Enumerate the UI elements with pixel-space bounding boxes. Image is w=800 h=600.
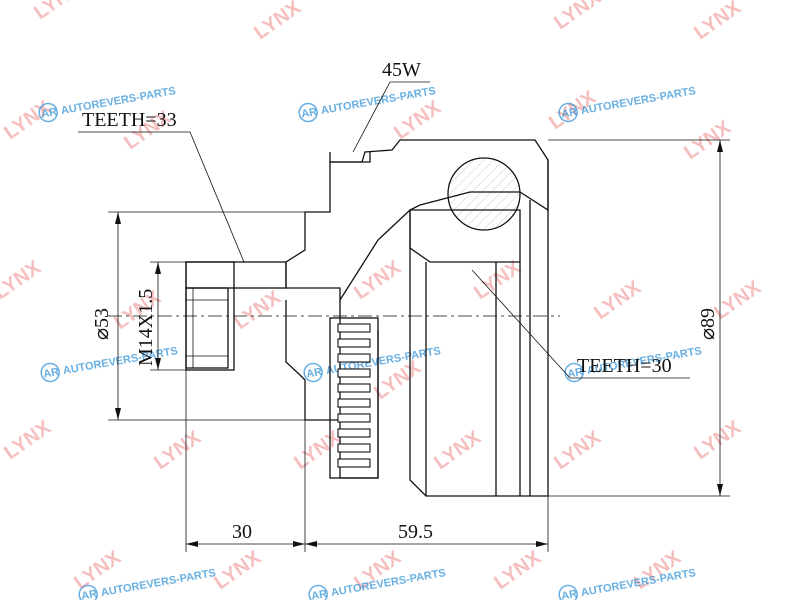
ar-logo-text: AR [305, 366, 323, 381]
abs-ring-slot [337, 323, 371, 333]
body-diameter-dimension: ⌀89 [548, 139, 730, 497]
body-length-label: 59.5 [398, 521, 433, 543]
ar-logo-icon [564, 362, 584, 383]
abs-ring-slot [337, 353, 371, 363]
abs-ring-slot [337, 428, 371, 438]
ar-logo-icon [40, 362, 60, 383]
lynx-watermark: LYNX [250, 0, 305, 44]
stub-diameter-dimension: ⌀53 [91, 211, 330, 421]
inner-teeth-label: TEETH=30 [577, 355, 672, 377]
ar-logo-icon [558, 584, 578, 600]
abs-ring-slots [337, 323, 371, 468]
thread-label: M14X1.5 [135, 289, 157, 366]
threaded-stub [185, 261, 287, 371]
abs-ring-slot [337, 398, 371, 408]
lynx-watermark: LYNX [690, 0, 745, 44]
lynx-watermark: LYNX [230, 286, 285, 334]
lynx-watermark: LYNX [430, 426, 485, 474]
lynx-watermark: LYNX [150, 426, 205, 474]
stub-length-label: 30 [232, 521, 252, 543]
abs-ring-slot [337, 338, 371, 348]
outer-teeth-callout: TEETH=33 [78, 109, 245, 263]
length-dimensions: 30 59.5 [185, 370, 549, 552]
abs-ring-slot [337, 413, 371, 423]
lynx-watermark: LYNX [490, 546, 545, 594]
lynx-watermark: LYNX [470, 256, 525, 304]
autorevers-text: AUTOREVERS-PARTS [100, 567, 217, 599]
abs-ring [329, 317, 379, 479]
body-diameter-label: ⌀89 [697, 308, 719, 340]
lynx-watermark: LYNX [290, 426, 345, 474]
abs-ring-slot [337, 383, 371, 393]
ar-logo-icon [558, 102, 578, 123]
ar-logo-text: AR [42, 366, 60, 381]
ar-logo-text: AR [40, 106, 58, 121]
stub-diameter-label: ⌀53 [91, 308, 113, 340]
lynx-watermark: LYNX [210, 546, 265, 594]
lynx-watermark: LYNX [590, 276, 645, 324]
ar-logo-icon [308, 584, 328, 600]
ar-logo-icon [38, 102, 58, 123]
watermark-layer: LYNX LYNX LYNX LYNX LYNX LYNX LYNX LYNX LYNX LYNX… [0, 0, 766, 600]
weld-label: 45W [382, 59, 421, 81]
lynx-watermark: LYNX [350, 256, 405, 304]
lynx-watermark: LYNX [550, 0, 605, 34]
lynx-watermark: LYNX [0, 416, 55, 464]
abs-ring-slot [337, 368, 371, 378]
ar-logo-text: AR [560, 106, 578, 121]
lynx-watermark: LYNX [690, 416, 745, 464]
ar-logo-icon [298, 102, 318, 123]
weld-marker: 45W [329, 59, 430, 163]
autorevers-text: AUTOREVERS-PARTS [62, 345, 179, 377]
ar-logo-text: AR [566, 366, 584, 381]
abs-ring-slot [337, 443, 371, 453]
inner-teeth-callout: TEETH=30 [471, 269, 690, 379]
abs-ring-slot [337, 458, 371, 468]
ar-logo-text: AR [80, 588, 98, 600]
lynx-watermark: LYNX [30, 0, 85, 24]
lynx-watermark: LYNX [0, 256, 46, 304]
thread-dimension: M14X1.5 [135, 261, 186, 371]
lynx-watermarks: LYNX LYNX LYNX LYNX LYNX LYNX LYNX LYNX LYNX LYNX… [0, 0, 766, 594]
lynx-watermark: LYNX [550, 426, 605, 474]
outer-teeth-label: TEETH=33 [82, 109, 177, 131]
ar-logo-text: AR [560, 588, 578, 600]
ar-logo-text: AR [310, 588, 328, 600]
ar-logo-icon [303, 362, 323, 383]
ar-logo-icon [78, 584, 98, 600]
ar-logo-text: AR [300, 106, 318, 121]
